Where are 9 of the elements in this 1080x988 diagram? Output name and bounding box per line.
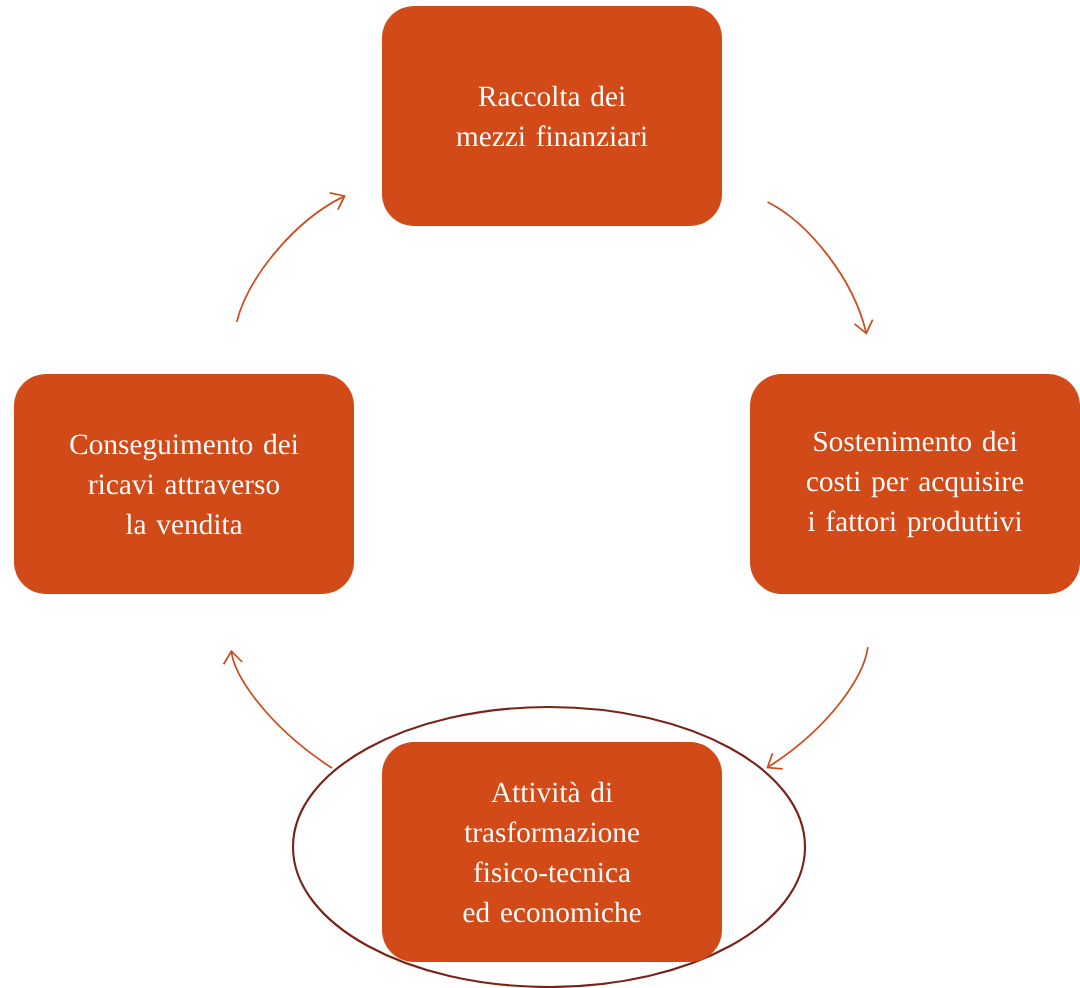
process-box: Attività di trasformazione fisico-tecnica ed economiche [382,742,722,962]
arrow [235,192,346,323]
arrow [766,646,869,770]
arrow [222,649,333,769]
process-box: Raccolta dei mezzi finanziari [382,6,722,226]
highlight-ellipse [291,705,807,988]
process-box: Sostenimento dei costi per acquisire i fattori produttivi [750,374,1080,594]
arrow [766,201,874,335]
process-box: Conseguimento dei ricavi attraverso la vendita [14,374,354,594]
